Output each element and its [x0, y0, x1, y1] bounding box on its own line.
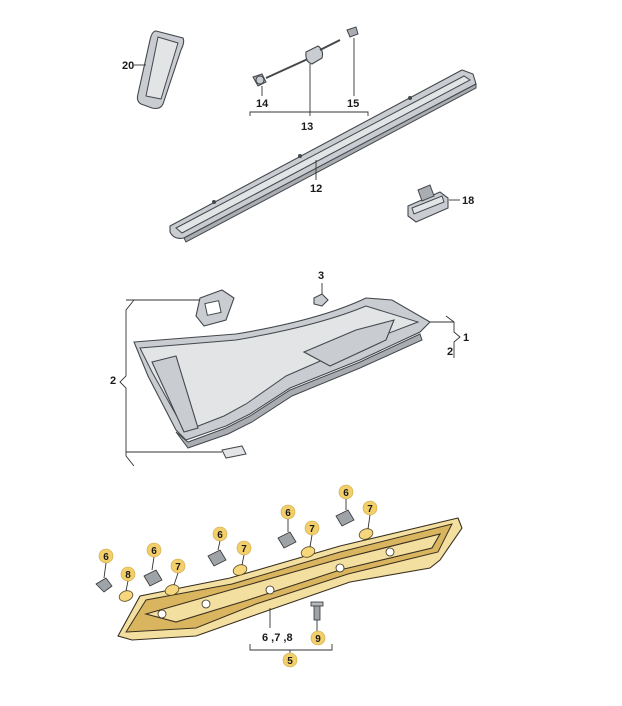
label-2-left: 2: [110, 375, 116, 387]
label-20: 20: [122, 60, 134, 72]
part-3-nut[interactable]: [313, 293, 329, 307]
label-12: 12: [310, 183, 322, 195]
label-8: 8: [125, 570, 131, 581]
label-6c: 6: [217, 530, 223, 541]
bracket-13: [249, 111, 369, 116]
label-6a: 6: [103, 552, 109, 563]
part-20-trim-piece[interactable]: [136, 30, 185, 110]
part-18-lamp[interactable]: [407, 184, 449, 223]
bracket-1: [445, 315, 461, 358]
badge-8: 8: [120, 566, 136, 582]
leader-7d: [367, 514, 371, 530]
label-5: 5: [287, 656, 293, 667]
label-7b: 7: [241, 544, 247, 555]
part-2-tail-lamp[interactable]: [133, 289, 431, 459]
bracket-2-left: [119, 299, 135, 467]
badge-6a: 6: [98, 548, 114, 564]
badge-6e: 6: [338, 484, 354, 500]
label-6b: 6: [151, 546, 157, 557]
badge-7d: 7: [362, 500, 378, 516]
bracket-5: [249, 644, 333, 651]
label-18: 18: [462, 195, 474, 207]
part-14-grommet[interactable]: [252, 73, 267, 87]
label-13: 13: [301, 121, 313, 133]
bulb-group-1[interactable]: [95, 577, 134, 603]
badge-9: 9: [310, 630, 326, 646]
leader-7a: [173, 572, 179, 586]
label-6d: 6: [285, 508, 291, 519]
label-678: 6 ,7 ,8: [262, 632, 293, 644]
label-14: 14: [256, 98, 269, 110]
part-12-trim-strip[interactable]: [169, 69, 477, 243]
leader-8: [125, 580, 129, 592]
leader-6c: [217, 540, 221, 551]
part-13-cable[interactable]: [265, 39, 341, 79]
label-1: 1: [463, 332, 469, 344]
label-7d: 7: [367, 504, 373, 515]
part-9-screw[interactable]: [310, 601, 324, 621]
badge-7b: 7: [236, 540, 252, 556]
badge-7a: 7: [170, 558, 186, 574]
badge-6d: 6: [280, 504, 296, 520]
badge-6c: 6: [212, 526, 228, 542]
label-3: 3: [318, 270, 324, 282]
badge-7c: 7: [304, 520, 320, 536]
bulb-group-5[interactable]: [335, 509, 374, 541]
badge-5: 5: [282, 652, 298, 668]
part-15-plug[interactable]: [346, 26, 359, 38]
leader-7b: [241, 554, 245, 566]
label-7a: 7: [175, 562, 181, 573]
bulb-group-2[interactable]: [143, 569, 180, 597]
label-6e: 6: [343, 488, 349, 499]
leader-7c: [309, 534, 313, 548]
bulb-group-3[interactable]: [207, 549, 248, 577]
part-5-lamp-carrier[interactable]: [117, 517, 463, 641]
label-15: 15: [347, 98, 359, 110]
label-9: 9: [315, 634, 321, 645]
bulb-group-4[interactable]: [277, 531, 316, 559]
label-2-right: 2: [447, 346, 453, 358]
leader-6b: [151, 556, 155, 571]
label-7c: 7: [309, 524, 315, 535]
badge-6b: 6: [146, 542, 162, 558]
leader-6a: [103, 562, 107, 579]
